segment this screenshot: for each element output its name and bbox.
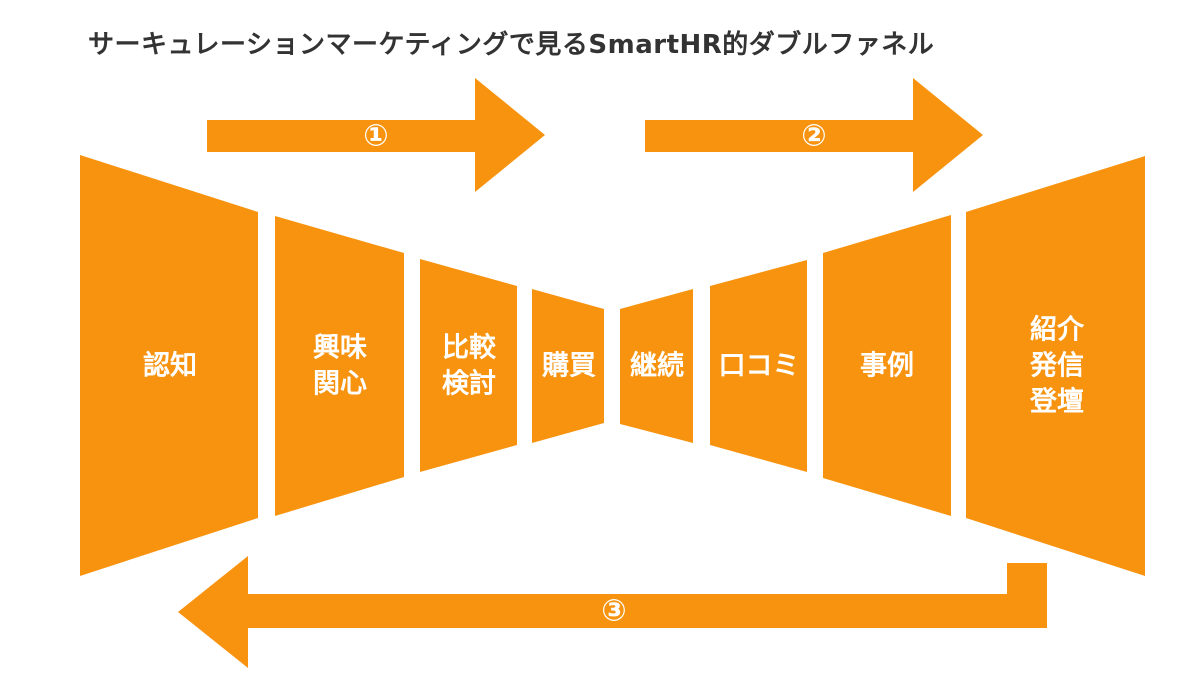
stage-label-shokai-1: 発信 bbox=[1029, 351, 1084, 382]
stage-shape-konyu bbox=[532, 289, 604, 443]
arrow-3-shape bbox=[178, 556, 1047, 668]
right-stage-jirei: 事例 bbox=[823, 215, 951, 516]
arrow-3-label: ③ bbox=[601, 594, 626, 629]
arrow-1-label: ① bbox=[363, 119, 388, 154]
arrow-layer: ① ② ③ bbox=[178, 78, 1047, 668]
arrow-2-shape bbox=[645, 78, 983, 192]
page-title: サーキュレーションマーケティングで見るSmartHR的ダブルファネル bbox=[88, 30, 935, 60]
arrow-2-label: ② bbox=[801, 119, 826, 154]
stage-shape-shokai bbox=[966, 156, 1145, 576]
right-stage-kuchikomi: 口コミ bbox=[710, 260, 807, 472]
stage-label-shokai-2: 登壇 bbox=[1029, 386, 1084, 418]
stage-shape-jirei bbox=[823, 215, 951, 516]
funnel-segments: 認知興味関心比較検討購買継続口コミ事例紹介発信登壇 bbox=[80, 155, 1145, 576]
left-stage-ninchi: 認知 bbox=[80, 155, 258, 576]
stage-shape-hikaku bbox=[420, 259, 517, 472]
stage-label-konyu-0: 購買 bbox=[542, 351, 596, 382]
stage-shape-ninchi bbox=[80, 155, 258, 576]
stage-label-kyomi-1: 関心 bbox=[313, 369, 367, 400]
stage-label-shokai-0: 紹介 bbox=[1030, 314, 1085, 346]
stage-label-keizoku-0: 継続 bbox=[630, 350, 684, 382]
stage-label-kuchikomi-0: 口コミ bbox=[719, 351, 800, 382]
arrow-1-shape bbox=[207, 78, 545, 192]
stage-shape-kyomi bbox=[275, 216, 404, 516]
left-stage-konyu: 購買 bbox=[532, 289, 604, 443]
stage-label-kyomi-0: 興味 bbox=[313, 333, 367, 364]
stage-shape-keizoku bbox=[620, 289, 693, 443]
stage-label-hikaku-0: 比較 bbox=[442, 332, 497, 364]
stage-label-hikaku-1: 検討 bbox=[442, 368, 496, 400]
right-stage-keizoku: 継続 bbox=[620, 289, 693, 443]
stage-label-ninchi-0: 認知 bbox=[143, 350, 197, 382]
stage-label-jirei-0: 事例 bbox=[860, 351, 914, 382]
stage-shape-kuchikomi bbox=[710, 260, 807, 472]
